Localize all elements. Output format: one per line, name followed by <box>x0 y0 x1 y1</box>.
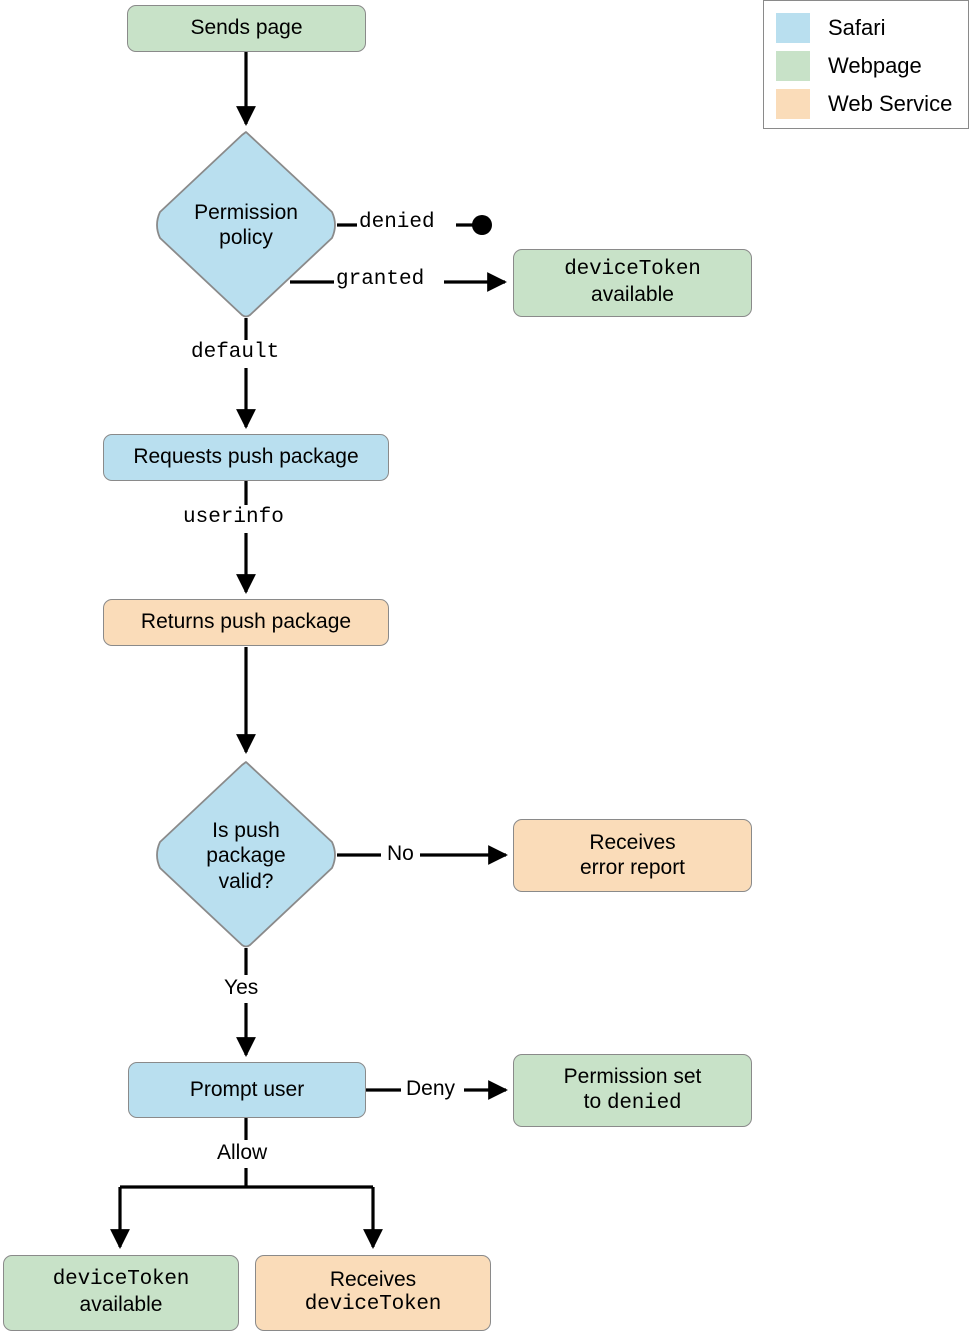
node-permission-policy-line1: Permission <box>194 200 298 224</box>
node-device-token-available-top-line2: available <box>591 283 674 306</box>
edge-label-yes: Yes <box>224 976 259 999</box>
node-is-push-package-valid-line2: package <box>206 844 286 868</box>
node-permission-set-to-denied-line1: Permission set <box>563 1064 702 1088</box>
node-prompt-user[interactable]: Prompt user <box>128 1062 366 1118</box>
node-is-push-package-valid[interactable]: Is push package valid? <box>152 762 340 950</box>
legend-swatch-safari <box>776 13 810 43</box>
node-permission-set-to-denied-line2-prefix: to <box>583 1089 607 1113</box>
node-permission-policy[interactable]: Permission policy <box>152 131 340 319</box>
node-receives-error-report-line1: Receives <box>589 830 676 854</box>
node-is-push-package-valid-line3: valid? <box>218 869 274 893</box>
node-receives-error-report-line2: error report <box>579 855 686 879</box>
node-prompt-user-label: Prompt user <box>189 1077 305 1101</box>
node-receives-device-token-line1: Receives <box>329 1268 417 1292</box>
edge-label-no: No <box>387 842 414 865</box>
legend-label-web-service: Web Service <box>828 91 953 116</box>
node-is-push-package-valid-label: Is push package valid? <box>152 762 340 950</box>
node-is-push-package-valid-line1: Is push <box>212 819 280 843</box>
node-sends-page-label: Sends page <box>190 16 303 40</box>
edge-promptuser-allow <box>110 1118 383 1249</box>
edge-label-granted: granted <box>336 268 425 291</box>
node-permission-set-to-denied-line2-mono: denied <box>606 1091 682 1115</box>
node-device-token-available-bottom-line2: available <box>79 1293 163 1316</box>
legend-label-safari: Safari <box>828 15 886 40</box>
node-receives-device-token-line2: deviceToken <box>304 1293 442 1316</box>
node-permission-set-to-denied-line2: to denied <box>564 1090 702 1117</box>
node-returns-push-package[interactable]: Returns push package <box>103 599 389 646</box>
node-device-token-available-bottom-line1: deviceToken <box>52 1268 190 1292</box>
legend-item-web-service: Web Service <box>776 85 968 123</box>
legend-swatch-webpage <box>776 51 810 81</box>
node-permission-policy-label: Permission policy <box>152 131 340 319</box>
edge-label-userinfo: userinfo <box>183 506 284 529</box>
node-permission-policy-line2: policy <box>219 226 273 249</box>
node-permission-set-to-denied[interactable]: Permission set to denied <box>513 1054 752 1127</box>
edge-label-allow: Allow <box>217 1141 268 1164</box>
legend-swatch-web-service <box>776 89 810 119</box>
legend: Safari Webpage Web Service <box>763 0 969 129</box>
node-receives-device-token[interactable]: Receives deviceToken <box>255 1255 491 1331</box>
legend-label-webpage: Webpage <box>828 53 922 78</box>
node-requests-push-package-label: Requests push package <box>133 445 359 469</box>
edge-label-denied: denied <box>359 211 435 234</box>
node-returns-push-package-label: Returns push package <box>140 610 352 634</box>
legend-item-safari: Safari <box>776 9 968 47</box>
edge-label-default: default <box>191 341 280 364</box>
legend-item-webpage: Webpage <box>776 47 968 85</box>
node-requests-push-package[interactable]: Requests push package <box>103 434 389 481</box>
node-receives-error-report[interactable]: Receives error report <box>513 819 752 892</box>
node-sends-page[interactable]: Sends page <box>127 5 366 52</box>
node-device-token-available-top[interactable]: deviceToken available <box>513 249 752 317</box>
node-device-token-available-top-line1: deviceToken <box>564 258 701 282</box>
node-device-token-available-bottom[interactable]: deviceToken available <box>3 1255 239 1331</box>
edge-label-deny: Deny <box>406 1077 456 1100</box>
